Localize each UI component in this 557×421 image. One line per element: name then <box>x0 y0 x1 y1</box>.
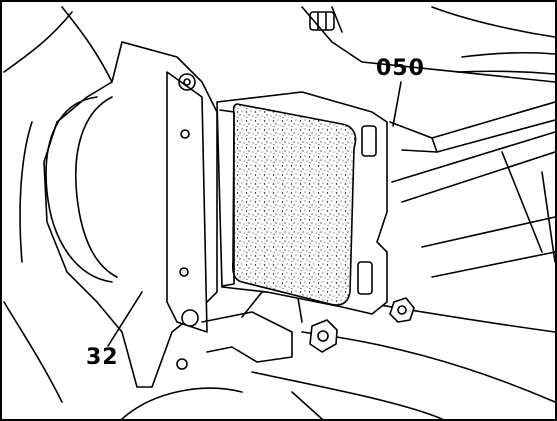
background-structure <box>3 6 555 419</box>
lower-nuts <box>309 297 415 353</box>
callout-part-32: 32 <box>86 345 119 370</box>
leader-line-32 <box>107 291 143 347</box>
caliper-body <box>43 41 303 388</box>
callout-tool-050: 050 <box>376 56 425 81</box>
top-bolt <box>309 11 335 31</box>
brake-pad <box>216 91 388 315</box>
tool-050 <box>389 81 555 153</box>
